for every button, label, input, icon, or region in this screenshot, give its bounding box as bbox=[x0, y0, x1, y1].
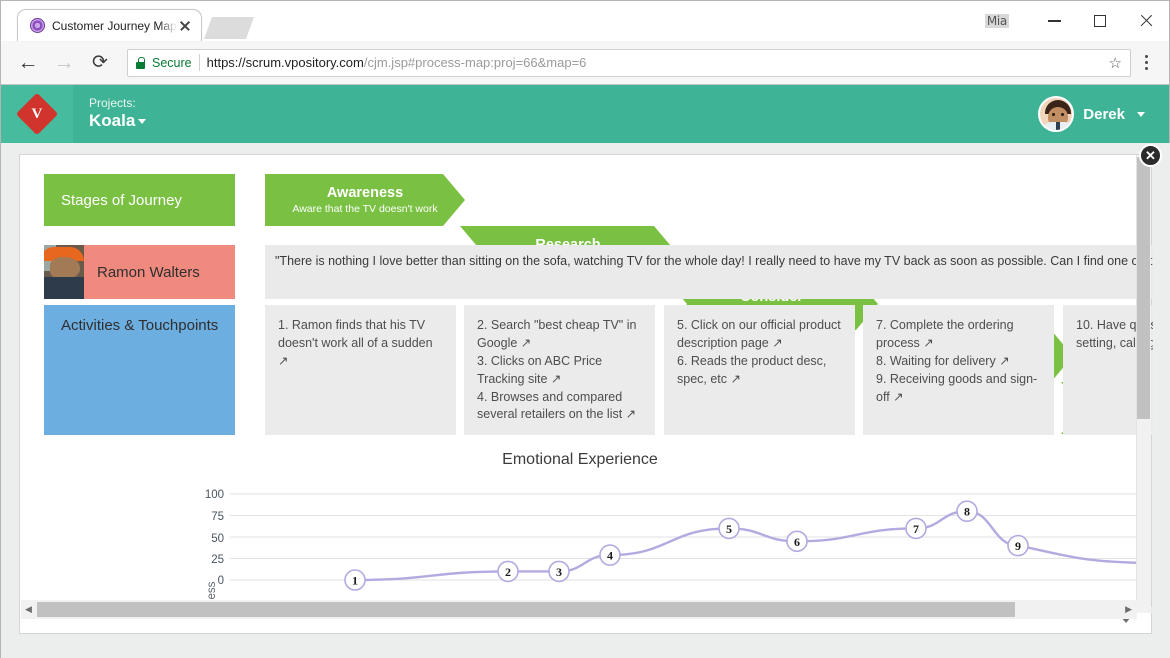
close-card-button[interactable]: ✕ bbox=[1139, 144, 1162, 167]
arrow-right-icon: → bbox=[53, 51, 75, 74]
persona-quote: "There is nothing I love better than sit… bbox=[265, 245, 1153, 299]
activities-cell-1[interactable]: 1. Ramon finds that his TV doesn't work … bbox=[265, 305, 456, 435]
activities-cell-3[interactable]: 5. Click on our official product descrip… bbox=[664, 305, 855, 435]
chart-point-9[interactable]: 9 bbox=[1007, 534, 1029, 557]
svg-text:4: 4 bbox=[607, 549, 613, 563]
horizontal-scrollbar[interactable]: ◀ ▶ bbox=[21, 600, 1137, 619]
chart-point-4[interactable]: 4 bbox=[599, 544, 621, 566]
persona-cell[interactable]: Ramon Walters bbox=[44, 245, 235, 299]
emotional-experience-chart[interactable]: 1 2 3 4 5 6 7 8 9 bbox=[20, 480, 1140, 610]
svg-text:1: 1 bbox=[352, 574, 358, 588]
app-label: Mia bbox=[984, 14, 1009, 28]
divider bbox=[198, 54, 200, 71]
chevron-down-icon bbox=[138, 119, 147, 125]
chart-point-3[interactable]: 3 bbox=[548, 560, 570, 583]
activities-header-cell: Activities & Touchpoints bbox=[44, 305, 235, 435]
scroll-left-arrow-icon[interactable]: ◀ bbox=[25, 604, 32, 614]
chevron-down-icon[interactable] bbox=[1121, 617, 1131, 623]
chart-point-1[interactable]: 1 bbox=[344, 569, 366, 591]
url-host: https://scrum.vpository.com bbox=[206, 55, 364, 70]
tab-title: Customer Journey Mapp bbox=[52, 18, 177, 33]
reload-button[interactable]: ⟳ bbox=[83, 46, 117, 80]
window-controls: Mia bbox=[984, 1, 1169, 41]
horizontal-scrollbar-thumb[interactable] bbox=[37, 602, 1015, 617]
stages-header-cell: Stages of Journey bbox=[44, 174, 235, 226]
chevron-down-icon bbox=[1137, 111, 1145, 117]
user-name: Derek bbox=[1083, 105, 1125, 123]
browser-tab[interactable]: Customer Journey Mapp bbox=[17, 9, 202, 41]
diamond-logo-icon: V bbox=[15, 92, 59, 136]
title-bar: Customer Journey Mapp Mia bbox=[1, 1, 1169, 41]
forward-button[interactable]: → bbox=[47, 46, 81, 80]
security-label: Secure bbox=[152, 55, 192, 70]
address-bar[interactable]: Secure https://scrum.vpository.com/cjm.j… bbox=[127, 48, 1131, 77]
stage-title: Awareness bbox=[326, 184, 404, 201]
user-menu[interactable]: Derek bbox=[1038, 96, 1145, 132]
vertical-scrollbar-thumb[interactable] bbox=[1137, 157, 1150, 419]
y-tick-75: 75 bbox=[211, 511, 224, 523]
y-tick-50: 50 bbox=[211, 533, 224, 545]
y-tick-0: 0 bbox=[217, 575, 224, 587]
persona-name: Ramon Walters bbox=[97, 263, 200, 281]
maximize-button[interactable] bbox=[1077, 5, 1123, 37]
vertical-scrollbar[interactable] bbox=[1136, 155, 1151, 613]
scroll-right-arrow-icon[interactable]: ▶ bbox=[1125, 604, 1132, 614]
minimize-button[interactable] bbox=[1031, 5, 1077, 37]
activities-cell-2[interactable]: 2. Search "best cheap TV" in Google ↗ 3.… bbox=[464, 305, 655, 435]
project-selector[interactable]: Projects: Koala bbox=[89, 96, 147, 131]
close-icon[interactable] bbox=[177, 18, 193, 34]
arrow-left-icon: ← bbox=[17, 51, 39, 74]
activities-label: Activities & Touchpoints bbox=[61, 317, 219, 334]
project-name-text: Koala bbox=[89, 111, 136, 131]
svg-text:7: 7 bbox=[913, 522, 919, 536]
y-tick-100: 100 bbox=[204, 489, 224, 501]
chart-point-6[interactable]: 6 bbox=[786, 530, 808, 553]
chart-point-7[interactable]: 7 bbox=[905, 517, 927, 540]
journey-map-card: ✕ Stages of Journey Awareness Aware that… bbox=[19, 144, 1162, 634]
stage-subtitle: Aware that the TV doesn't work bbox=[292, 202, 438, 215]
page-body: ✕ Stages of Journey Awareness Aware that… bbox=[1, 143, 1170, 658]
chart-point-8[interactable]: 8 bbox=[956, 500, 978, 523]
browser-menu-icon[interactable] bbox=[1133, 46, 1159, 80]
app-header: V Projects: Koala Derek bbox=[1, 85, 1169, 143]
url-text: https://scrum.vpository.com/cjm.jsp#proc… bbox=[207, 55, 587, 70]
svg-text:3: 3 bbox=[556, 565, 562, 579]
chart-point-2[interactable]: 2 bbox=[497, 560, 519, 583]
activities-cell-4[interactable]: 7. Complete the ordering process ↗ 8. Wa… bbox=[863, 305, 1054, 435]
new-tab-button[interactable] bbox=[203, 17, 255, 39]
chart-point-5[interactable]: 5 bbox=[718, 517, 740, 540]
stage-chevron-awareness[interactable]: Awareness Aware that the TV doesn't work bbox=[265, 174, 465, 226]
globe-icon bbox=[30, 18, 45, 33]
browser-toolbar: ← → ⟳ Secure https://scrum.vpository.com… bbox=[1, 41, 1169, 85]
bookmark-star-icon[interactable]: ☆ bbox=[1108, 54, 1122, 72]
chart-line bbox=[354, 509, 1138, 582]
svg-text:8: 8 bbox=[964, 505, 970, 519]
persona-photo bbox=[44, 245, 84, 299]
svg-text:6: 6 bbox=[794, 535, 800, 549]
avatar bbox=[1038, 96, 1075, 132]
svg-text:9: 9 bbox=[1015, 539, 1021, 553]
svg-text:5: 5 bbox=[726, 522, 732, 536]
map-content: Stages of Journey Awareness Aware that t… bbox=[20, 155, 1153, 613]
close-window-button[interactable] bbox=[1123, 5, 1169, 37]
url-path: /cjm.jsp#process-map:proj=66&map=6 bbox=[363, 55, 587, 70]
stages-header-label: Stages of Journey bbox=[61, 191, 182, 209]
chart-title: Emotional Experience bbox=[502, 451, 658, 468]
app-logo[interactable]: V bbox=[1, 85, 73, 143]
y-tick-25: 25 bbox=[211, 554, 224, 566]
project-name: Koala bbox=[89, 111, 147, 131]
back-button[interactable]: ← bbox=[11, 46, 45, 80]
projects-label: Projects: bbox=[89, 96, 136, 111]
lock-icon bbox=[136, 56, 145, 69]
reload-icon: ⟳ bbox=[92, 52, 108, 73]
map-scroll-area: Stages of Journey Awareness Aware that t… bbox=[20, 155, 1153, 613]
svg-text:2: 2 bbox=[505, 565, 511, 579]
